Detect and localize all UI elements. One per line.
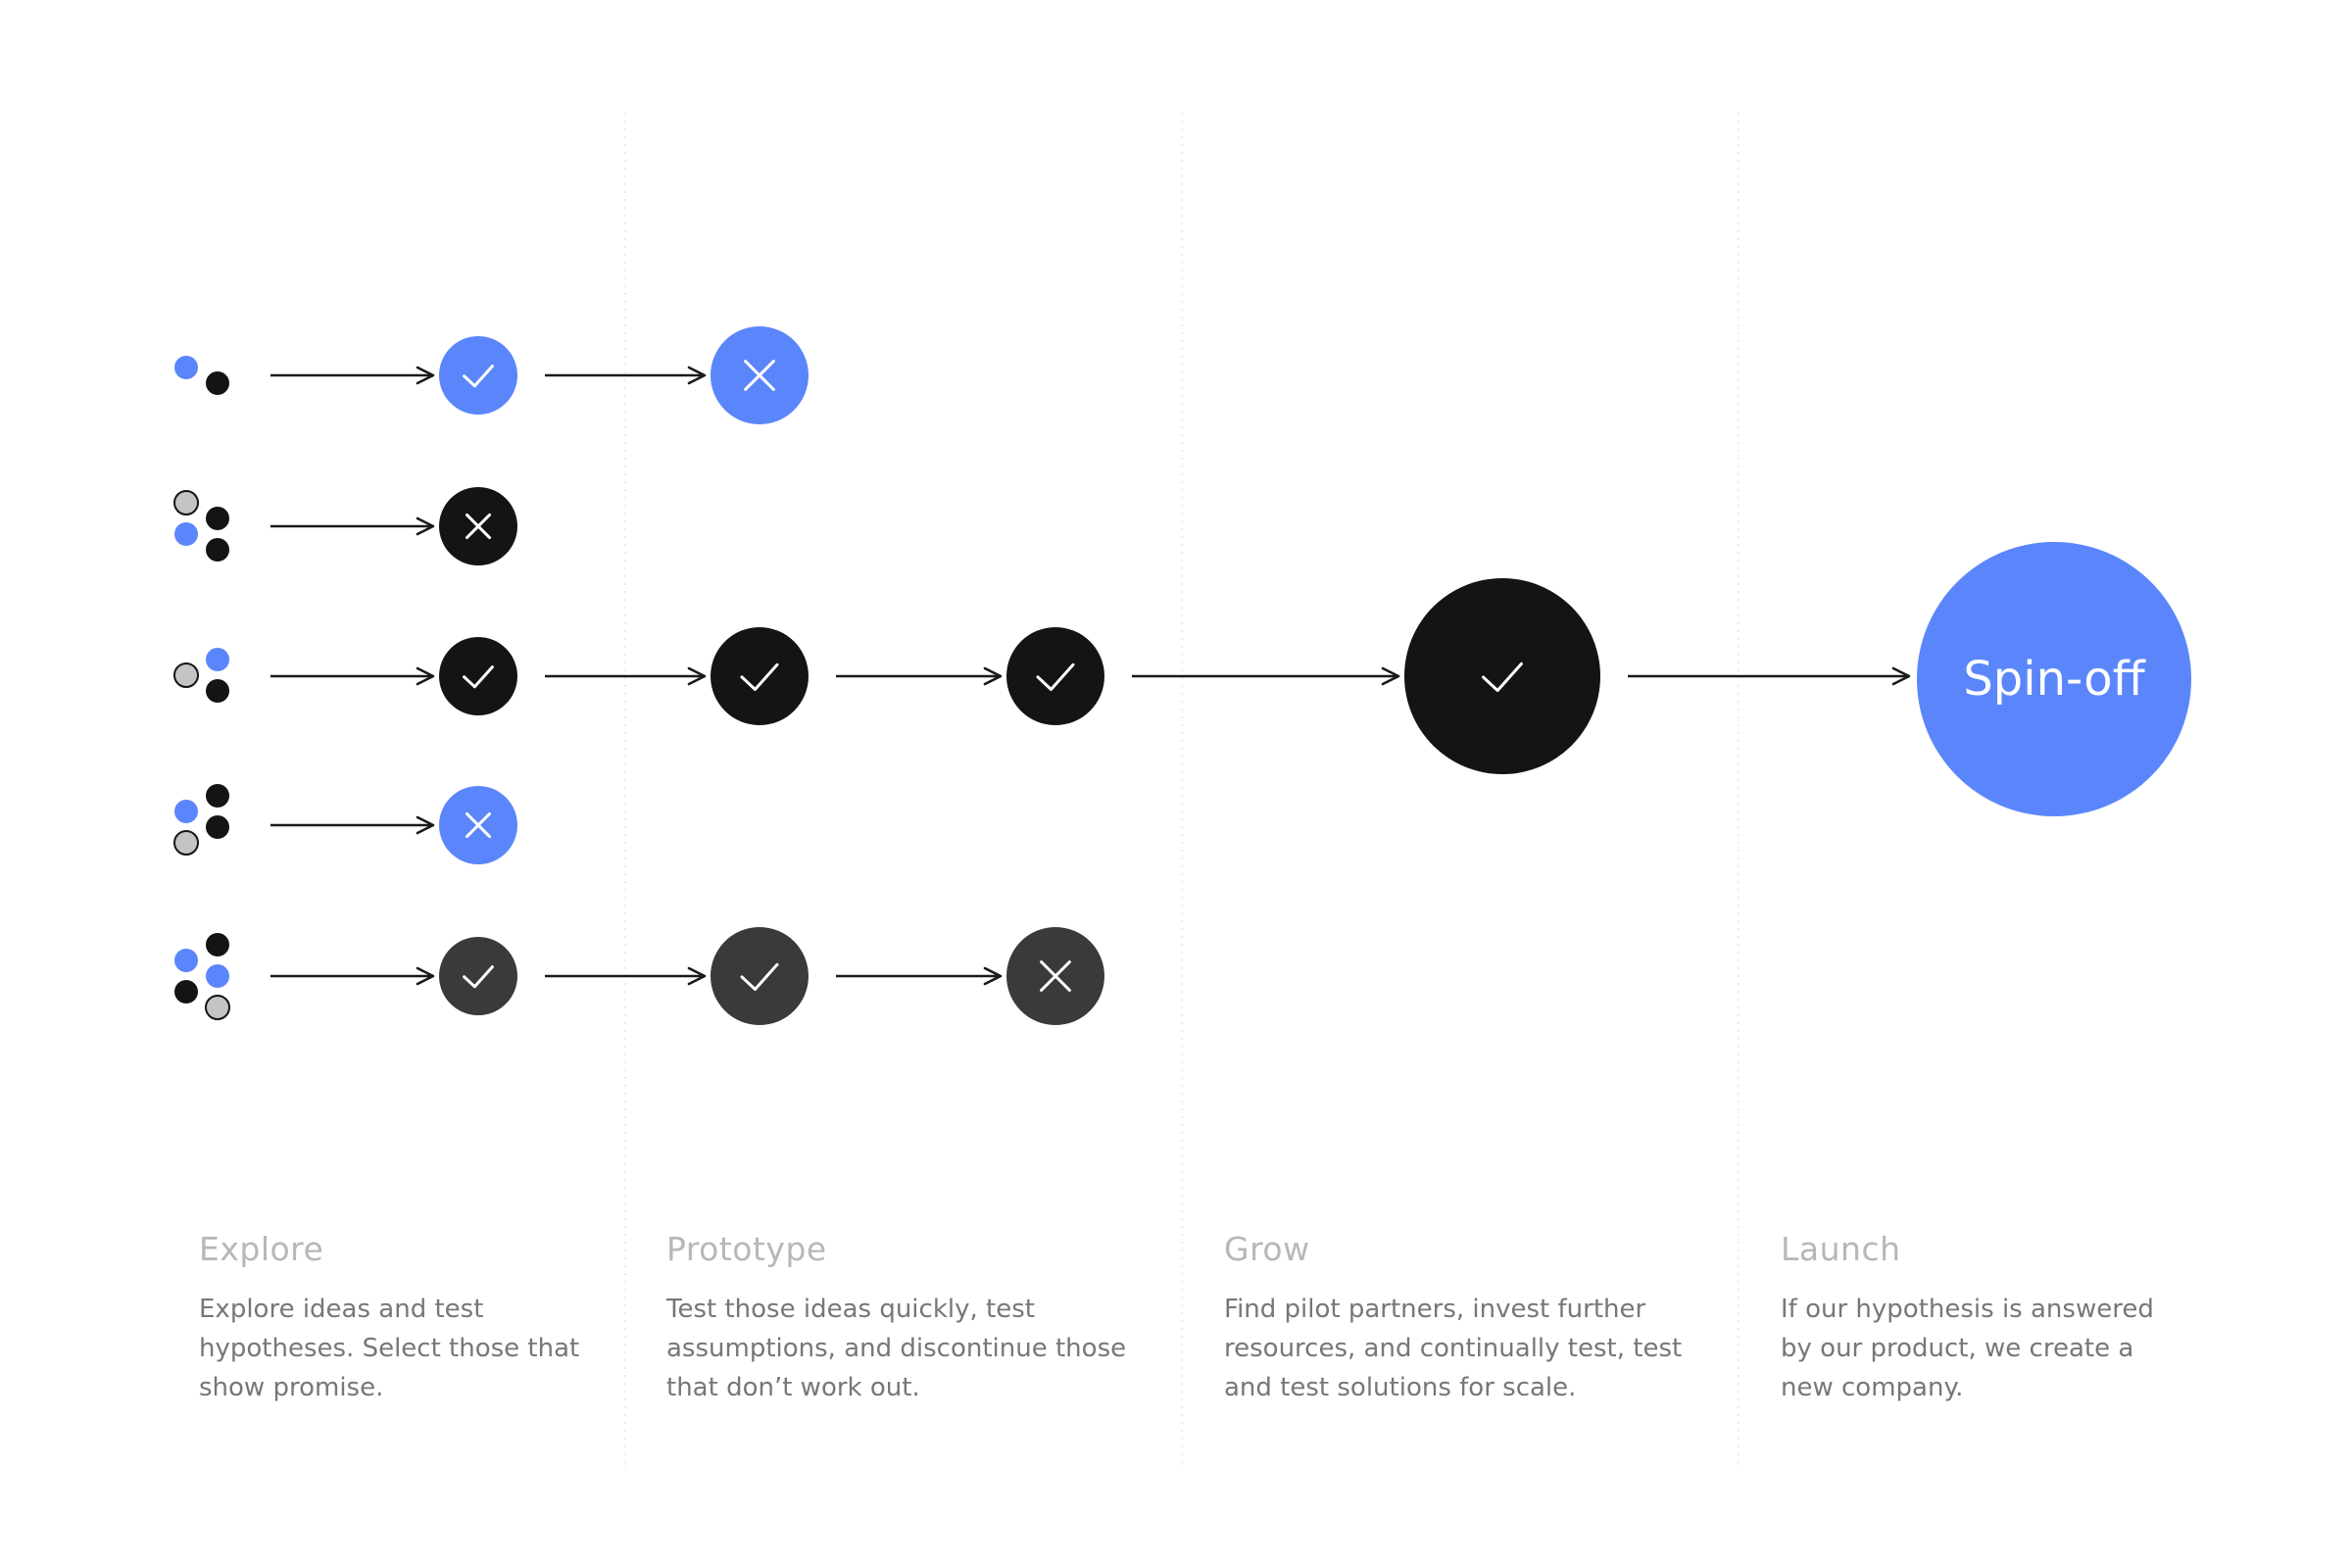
stage-title: Prototype <box>666 1230 827 1268</box>
cross-stroke <box>744 360 775 391</box>
idea-dot <box>205 995 230 1020</box>
result-circle <box>710 927 808 1025</box>
idea-cluster <box>174 933 230 1020</box>
stage-explore: Explore Explore ideas and test hypothese… <box>199 1230 611 1407</box>
idea-dot <box>206 933 229 956</box>
cross-icon <box>744 360 775 391</box>
check-icon <box>463 965 494 989</box>
idea-cluster <box>173 784 229 856</box>
idea-dot <box>206 538 229 562</box>
result-node <box>439 637 517 715</box>
idea-row <box>173 578 1911 774</box>
stage-title: Explore <box>199 1230 324 1268</box>
idea-dot <box>206 964 229 988</box>
idea-dot <box>173 662 199 688</box>
idea-dot <box>206 507 229 530</box>
check-icon <box>1036 662 1075 691</box>
stage-description: Explore ideas and test hypotheses. Selec… <box>199 1295 580 1402</box>
result-node <box>710 326 808 424</box>
stage-title: Launch <box>1781 1230 1901 1268</box>
check-icon <box>1482 662 1523 693</box>
result-circle <box>710 627 808 725</box>
stage-grow: Grow Find pilot partners, invest further… <box>1224 1230 1714 1407</box>
result-node <box>439 336 517 415</box>
idea-row <box>173 487 517 565</box>
check-icon <box>463 665 494 689</box>
stage-description: Test those ideas quickly, test assumptio… <box>666 1295 1127 1402</box>
check-icon <box>740 662 779 691</box>
cross-stroke <box>1040 960 1071 992</box>
result-circle <box>439 336 517 415</box>
idea-dot <box>206 815 229 839</box>
result-node <box>1006 927 1104 1025</box>
idea-row <box>174 927 1104 1025</box>
cross-icon <box>1040 960 1071 992</box>
idea-dot <box>206 648 229 671</box>
idea-dot <box>174 356 198 379</box>
idea-dot <box>174 980 198 1004</box>
cross-icon <box>465 513 492 540</box>
cross-stroke <box>465 811 492 839</box>
idea-dot <box>173 830 199 856</box>
idea-dot <box>174 522 198 546</box>
idea-row <box>173 784 517 864</box>
result-circle <box>439 637 517 715</box>
result-node <box>710 627 808 725</box>
result-node <box>439 487 517 565</box>
stage-description: Find pilot partners, invest further reso… <box>1224 1295 1683 1402</box>
stage-launch: Launch If our hypothesis is answered by … <box>1781 1230 2192 1407</box>
result-circle <box>1006 627 1104 725</box>
idea-dot <box>206 784 229 808</box>
check-icon <box>463 365 494 388</box>
stage-prototype: Prototype Test those ideas quickly, test… <box>666 1230 1137 1407</box>
idea-cluster <box>173 490 229 562</box>
idea-cluster <box>174 356 229 395</box>
stage-title: Grow <box>1224 1230 1310 1268</box>
idea-rows <box>173 326 1911 1025</box>
idea-dot <box>206 679 229 703</box>
idea-cluster <box>173 648 229 703</box>
result-node <box>439 786 517 864</box>
cross-icon <box>465 811 492 839</box>
idea-dot <box>173 490 199 515</box>
stage-description: If our hypothesis is answered by our pro… <box>1781 1295 2154 1402</box>
idea-row <box>174 326 808 424</box>
outcome-group: Spin-off <box>1917 542 2191 816</box>
check-icon <box>740 962 779 991</box>
result-node <box>710 927 808 1025</box>
cross-stroke <box>465 513 492 540</box>
idea-dot <box>206 371 229 395</box>
result-node <box>1404 578 1600 774</box>
result-node <box>1006 627 1104 725</box>
spin-off-label: Spin-off <box>1963 652 2145 707</box>
result-circle <box>439 937 517 1015</box>
result-node <box>439 937 517 1015</box>
idea-dot <box>174 800 198 823</box>
result-circle <box>1404 578 1600 774</box>
spin-off-circle <box>1917 542 2191 816</box>
idea-dot <box>174 949 198 972</box>
